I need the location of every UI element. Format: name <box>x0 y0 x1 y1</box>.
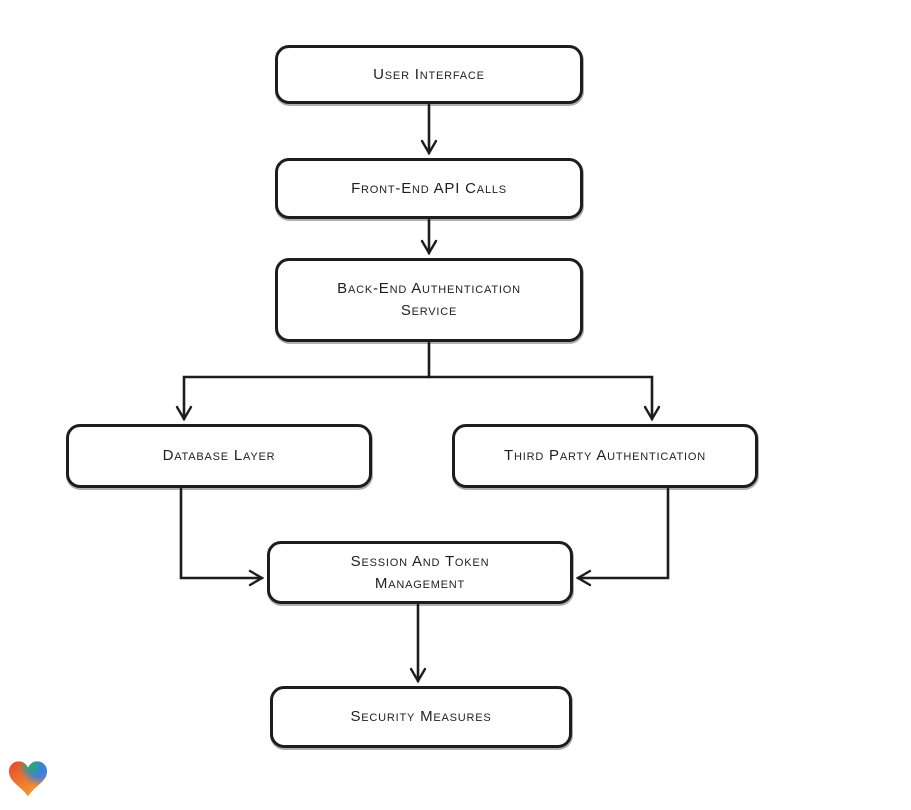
node-backend-authentication-service[interactable]: Back-End Authentication Service <box>275 258 583 342</box>
node-user-interface-label: User Interface <box>373 65 485 83</box>
connector-backend-auth-to-database-layer <box>175 341 431 422</box>
node-frontend-api-calls[interactable]: Front-End API Calls <box>275 158 583 219</box>
node-backend-authentication-service-label: Back-End Authentication Service <box>337 280 521 319</box>
node-session-and-token-management[interactable]: Session And Token Management <box>267 541 573 604</box>
connector-backend-auth-to-third-party-auth <box>427 375 661 422</box>
node-third-party-authentication-label: Third Party Authentication <box>504 447 706 465</box>
connector-third-party-auth-to-session-token <box>575 487 670 587</box>
node-database-layer-label: Database Layer <box>162 447 276 465</box>
node-third-party-authentication[interactable]: Third Party Authentication <box>452 424 758 488</box>
gradient-heart-logo-icon[interactable] <box>9 761 47 797</box>
node-user-interface[interactable]: User Interface <box>275 45 583 104</box>
node-security-measures[interactable]: Security Measures <box>270 686 572 748</box>
node-session-and-token-management-label: Session And Token Management <box>350 552 490 592</box>
node-frontend-api-calls-label: Front-End API Calls <box>351 179 507 197</box>
connector-database-layer-to-session-token <box>179 487 265 587</box>
node-database-layer[interactable]: Database Layer <box>66 424 372 488</box>
node-security-measures-label: Security Measures <box>350 708 492 726</box>
